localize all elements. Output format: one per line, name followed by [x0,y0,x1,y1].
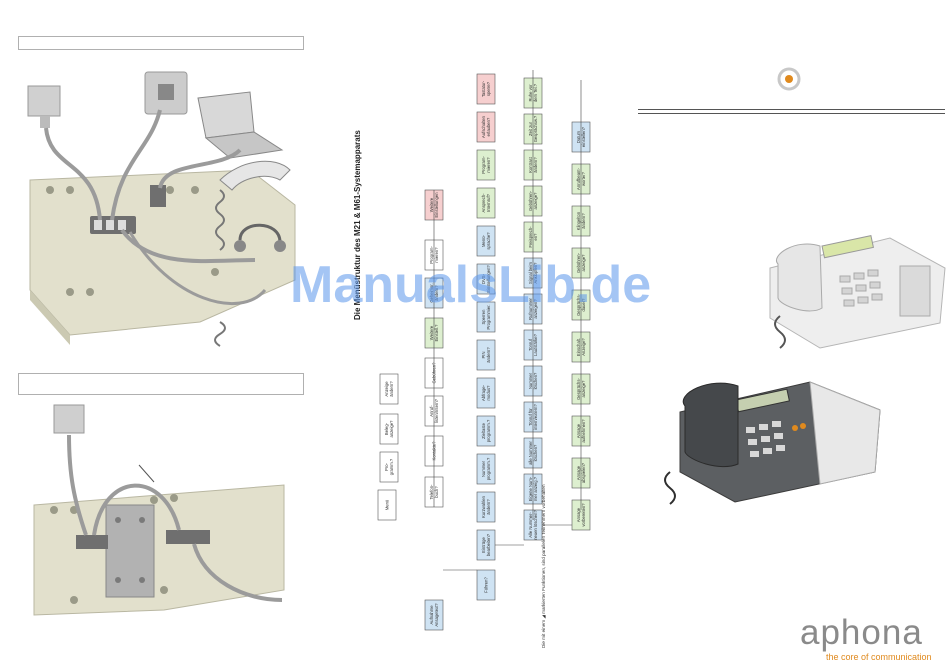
menu-extra-0-label: Führen? [483,577,488,593]
menu-col2-7 [476,263,496,295]
menu-col3-10-label: Kontraständern? [528,156,538,172]
menu-col2-3 [476,415,496,447]
watermark: ManualsLib.de [290,256,652,314]
section-header-bar-top [18,36,304,50]
menu-col4-6-label: Gebühren-anzeige? [576,252,586,273]
menu-col1-4-label: WeitereEinstell.? [429,324,439,342]
menu-top-1-label: Pro-gramm.? [384,458,394,475]
menu-col2-12-label: Tastatur-sperre? [481,80,491,97]
menu-col2-4 [476,377,496,409]
header-rule-2 [638,113,945,114]
menu-extra-1 [424,599,444,631]
menu-col3-0-label: Alle Nummer-neuen löschen? [528,510,538,540]
menu-col4-7-label: Klingeltonändern? [576,211,586,230]
menu-col3-3-label: Tonruf fürintern/extern? [528,404,538,430]
menu-top-0 [377,489,397,521]
menu-col4-1-label: Ansageabspielen? [576,462,586,483]
menu-col2-9 [476,187,496,219]
menu-col3-1-label: Eigene Num-mer anzeig.? [528,476,538,501]
menu-col1-6-label: Program-mieren? [429,246,439,264]
menu-top-3-label: Anzeigeändern? [384,381,394,397]
menu-col1-2-label: Anruf-listen/Intern? [429,398,439,423]
header-rule [638,109,945,110]
tree-title: Die Menüstruktur des M21 & M61-Systemapp… [353,130,362,320]
menu-col2-12 [476,73,496,105]
menu-col2-6 [476,301,496,333]
menu-col4-4-label: Einschalt.Anzeige? [576,338,586,356]
menu-top-2 [379,413,399,445]
menu-col3-7-label: Signal beimAnklopfen? [528,262,538,284]
menu-structure-diagram: Die Menüstruktur des M21 & M61-Systemapp… [353,70,591,648]
menu-col3-9-label: Gebühren-anzeige? [528,190,538,211]
menu-top-0-label: Menü [384,499,389,510]
menu-col2-0-label: Einträgebearbeiten? [481,533,491,556]
aphona-brand: aphona the core of communication [800,613,932,662]
tree-note: Die mit einem ◢ markierten Funktionen, s… [541,484,546,648]
menu-top-2-label: Beleg-anzeige? [384,420,394,438]
brand-name: aphona [800,613,923,652]
menu-col2-1 [476,491,496,523]
menu-col2-10 [476,149,496,181]
menu-top-3 [379,373,399,405]
aphona-logo-icon [777,67,801,91]
phone-m21-image [769,235,946,349]
connection-illustration-top [27,71,296,347]
menu-top-1 [379,451,399,483]
menu-col1-7-label: WeitereEinstellungen [429,192,439,218]
menu-col3-12-label: Ruhe vordem Tel.? [528,83,538,102]
menu-col4-0-label: Ansagevorbereiten? [576,503,586,527]
menu-col2-10-label: Program-mieren? [481,156,491,174]
menu-col2-11-label: Aufschaltenerlauben? [481,115,491,138]
menu-col2-7-label: DVS-Einstellungen? [481,265,491,293]
menu-col1-5-label: Geheimnr.ändern? [429,283,439,302]
menu-col2-8-label: Menü-sprache? [481,232,491,250]
section-header-bar-bottom [18,373,304,395]
menu-col4-3-label: Gesprächs-anzeige? [576,378,586,400]
connection-illustration-bottom [33,404,285,616]
menu-col4-5-label: Gesprächs-dauer? [576,294,586,316]
menu-col2-4-label: Abfrage-modus? [481,384,491,401]
menu-col2-5-label: PINändern? [481,347,491,363]
menu-col2-3-label: Zieltasteprogramm.? [481,419,491,442]
menu-col3-6-label: Rufnummeranzeigen? [528,297,538,319]
menu-extra-1-label: AufnahmeAnsagetext? [429,603,439,627]
menu-col2-1-label: Kurzwahlenändern? [481,495,491,518]
menu-col2-5 [476,339,496,371]
menu-col2-6-label: SperrenProgrammier. [481,304,491,329]
menu-col4-2-label: Ansageaufnehmen? [576,419,586,443]
menu-col3-4-label: Nummerlöschen? [528,372,538,389]
menu-col4-9-label: Datumeinstellen? [576,126,586,147]
menu-col3-8-label: Freisprech-en? [528,226,538,248]
menu-col3-11-label: Zeit zurGesprächsw.? [528,115,538,142]
phone-m61-image [664,381,881,505]
menu-col4-8-label: Anrufbeant-worter? [576,167,586,189]
menu-col3-2-label: alle Nummerlöschen? [528,441,538,465]
menu-col2-2 [476,453,496,485]
menu-col3-5-label: TonrufLautstärke? [528,333,538,356]
menu-col2-9-label: Ansprech-Internruf? [481,193,491,213]
menu-extra-0 [476,569,496,601]
brand-tagline: the core of communication [826,652,932,662]
menu-col2-8 [476,225,496,257]
menu-col2-2-label: Nummerprogramm.? [481,457,491,480]
menu-col2-11 [476,111,496,143]
menu-col1-0-label: Telefon-buch? [429,484,439,500]
